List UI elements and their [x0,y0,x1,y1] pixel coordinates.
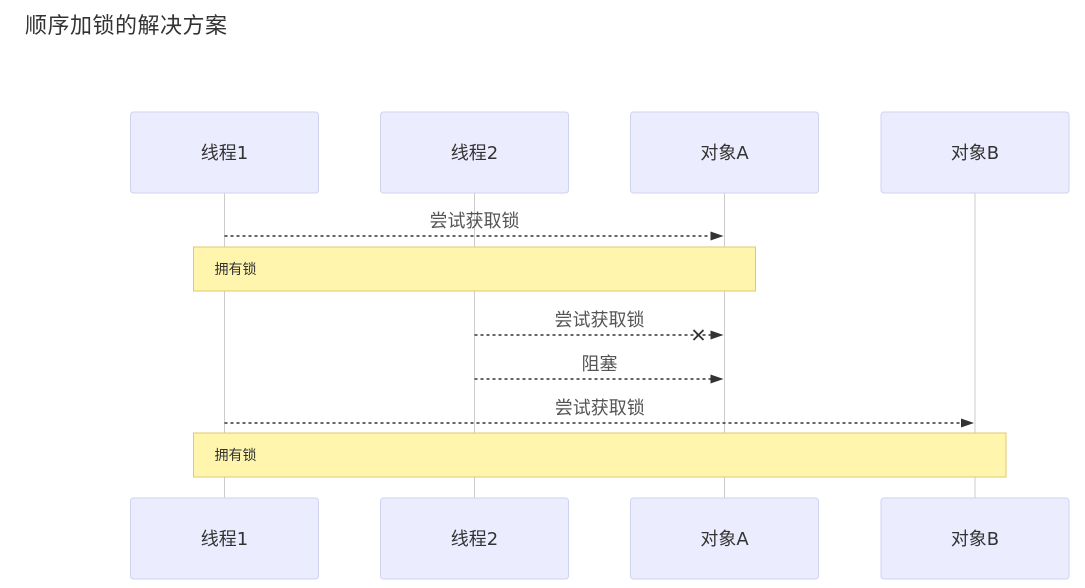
note-text: 拥有锁 [215,262,257,278]
actor-label: 线程2 [451,529,498,550]
actor-box [130,111,319,194]
actor-label: 线程1 [201,529,248,550]
actor-oa-top: 对象A [630,111,819,194]
actor-box [130,497,319,580]
actor-box [630,497,819,580]
arrow-head [710,330,724,340]
actor-box [880,111,1070,194]
message-label: 尝试获取锁 [555,398,645,419]
note-1: 拥有锁 [193,246,756,292]
actor-box [380,111,569,194]
note-box [193,246,756,292]
arrow-head [961,418,974,428]
actor-box [630,111,819,194]
message-2: 尝试获取锁 [474,310,724,341]
message-3: 阻塞 [474,354,724,384]
actor-label: 对象B [951,143,999,164]
page-title: 顺序加锁的解决方案 [25,14,228,39]
actor-label: 对象B [951,529,999,550]
actor-oa-bottom: 对象A [630,497,819,580]
arrow-head [710,231,724,241]
cross-icon [692,329,705,341]
note-2: 拥有锁 [193,432,1007,478]
actor-label: 对象A [700,143,749,164]
actor-label: 对象A [700,529,749,550]
message-label: 尝试获取锁 [555,310,645,331]
actor-label: 线程1 [201,143,248,164]
actor-ob-bottom: 对象B [880,497,1070,580]
arrow-head [710,374,724,384]
actor-ob-top: 对象B [880,111,1070,194]
actor-box [380,497,569,580]
actor-t1-top: 线程1 [130,111,319,194]
actor-label: 线程2 [451,143,498,164]
actor-t1-bottom: 线程1 [130,497,319,580]
message-1: 尝试获取锁 [224,211,724,241]
message-label: 阻塞 [582,354,618,375]
note-text: 拥有锁 [215,448,257,464]
message-label: 尝试获取锁 [430,211,520,232]
actor-t2-bottom: 线程2 [380,497,569,580]
note-box [193,432,1007,478]
actor-t2-top: 线程2 [380,111,569,194]
message-4: 尝试获取锁 [224,398,974,428]
actor-box [880,497,1070,580]
